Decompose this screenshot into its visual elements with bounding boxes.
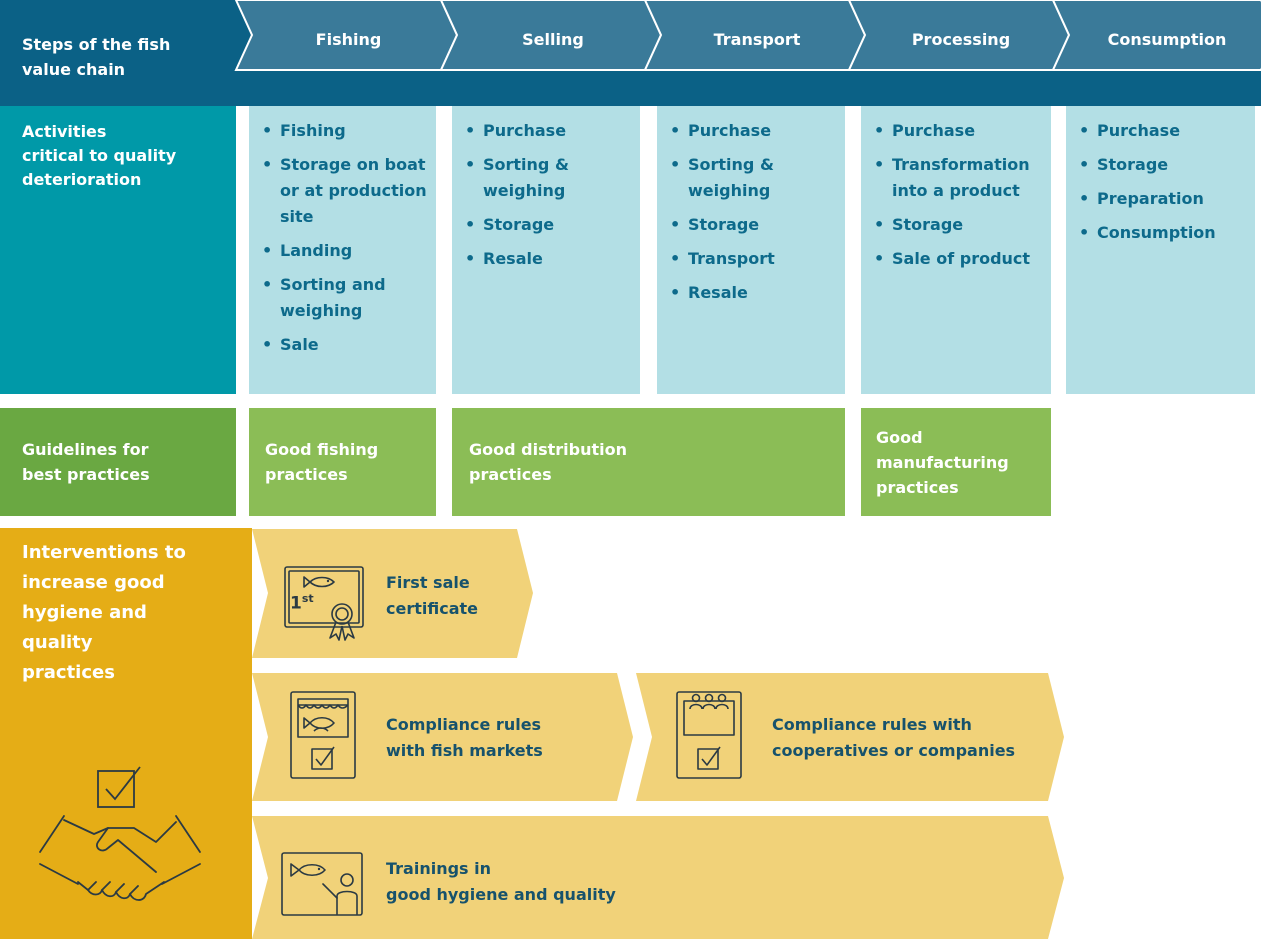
activity-item: Landing xyxy=(262,238,428,264)
activity-item: Sale xyxy=(262,332,428,358)
step-label-consumption: Consumption xyxy=(1108,30,1227,49)
activities-label-box: Activities critical to quality deteriora… xyxy=(0,106,236,394)
guidelines-label-box: Guidelines for best practices xyxy=(0,408,236,516)
guideline-good-manufacturing-practices: Good manufacturing practices xyxy=(861,408,1051,516)
interventions-label-line-1: Interventions to xyxy=(22,542,186,563)
header-lead-box xyxy=(0,0,236,106)
activity-item: Storage xyxy=(465,212,632,238)
activity-item: Sorting & weighing xyxy=(465,152,632,204)
activity-item: Sale of product xyxy=(874,246,1043,272)
interventions-label-line-3: hygiene and quality xyxy=(22,602,147,653)
checkbox-icon xyxy=(96,763,144,811)
first-sale-ordinal: 1st xyxy=(290,592,314,614)
intervention-trainings-text: Trainings in good hygiene and quality xyxy=(386,856,616,908)
activity-item: Purchase xyxy=(874,118,1043,144)
intervention-arrow-cooperatives xyxy=(636,673,1064,801)
first-sale-certificate-icon xyxy=(284,566,366,642)
activities-list: Purchase Sorting & weighing Storage Resa… xyxy=(465,118,632,272)
activities-column-transport: Purchase Sorting & weighing Storage Tran… xyxy=(657,106,845,394)
guideline-line: practices xyxy=(876,477,959,497)
value-chain-header: Fishing Selling Transport Processing Consump… xyxy=(0,0,1261,106)
activities-column-fishing: Fishing Storage on boat or at production… xyxy=(249,106,436,394)
activities-column-processing: Purchase Transformation into a product S… xyxy=(861,106,1051,394)
guideline-line: practices xyxy=(265,465,348,484)
intervention-line: Compliance rules with xyxy=(772,715,972,734)
activity-item: Storage on boat or at production site xyxy=(262,152,428,230)
interventions-label-line-2: increase good xyxy=(22,572,165,593)
activity-item: Fishing xyxy=(262,118,428,144)
activity-item: Resale xyxy=(465,246,632,272)
activity-item: Storage xyxy=(670,212,837,238)
guidelines-label-line-2: best practices xyxy=(22,465,150,484)
activities-label-line-2: critical to quality xyxy=(22,146,177,165)
activities-column-consumption: Purchase Storage Preparation Consumption xyxy=(1066,106,1255,394)
activity-item: Storage xyxy=(1079,152,1247,178)
intervention-cooperatives-text: Compliance rules with cooperatives or co… xyxy=(772,712,1015,764)
guideline-line: Good xyxy=(876,427,923,447)
intervention-line: certificate xyxy=(386,599,478,618)
guideline-line: Good distribution xyxy=(469,440,627,459)
activity-item: Transport xyxy=(670,246,837,272)
step-label-fishing: Fishing xyxy=(316,30,382,49)
fish-market-checklist-icon xyxy=(290,691,358,781)
guideline-line: manufacturing xyxy=(876,452,1009,472)
activity-item: Purchase xyxy=(1079,118,1247,144)
ordinal-numeral: 1 xyxy=(290,593,302,614)
intervention-fish-markets-text: Compliance rules with fish markets xyxy=(386,712,543,764)
intervention-arrow-first-sale xyxy=(252,529,533,658)
intervention-arrow-trainings xyxy=(252,816,1064,939)
step-chevrons xyxy=(234,0,1261,71)
activity-item: Transformation into a product xyxy=(874,152,1043,204)
header-title-line-1: Steps of the fish xyxy=(22,35,170,54)
activities-label-line-3: deterioration xyxy=(22,170,142,189)
intervention-line: First sale xyxy=(386,573,470,592)
activities-column-selling: Purchase Sorting & weighing Storage Resa… xyxy=(452,106,640,394)
activity-item: Sorting & weighing xyxy=(670,152,837,204)
activity-item: Sorting and weighing xyxy=(262,272,428,324)
activity-item: Consumption xyxy=(1079,220,1247,246)
cooperative-checklist-icon xyxy=(676,691,744,781)
handshake-icon xyxy=(38,812,202,908)
step-label-processing: Processing xyxy=(912,30,1010,49)
guideline-good-fishing-practices: Good fishing practices xyxy=(249,408,436,516)
interventions-lead-edge xyxy=(236,528,252,939)
guidelines-label-line-1: Guidelines for xyxy=(22,440,149,459)
activity-item: Purchase xyxy=(465,118,632,144)
activity-item: Preparation xyxy=(1079,186,1247,212)
guideline-line: Good fishing xyxy=(265,440,379,459)
activity-item: Storage xyxy=(874,212,1043,238)
intervention-line: Trainings in xyxy=(386,859,492,878)
activities-list: Purchase Sorting & weighing Storage Tran… xyxy=(670,118,837,306)
interventions-shapes xyxy=(0,528,1064,939)
fish-training-board-icon xyxy=(281,852,367,918)
activities-list: Purchase Transformation into a product S… xyxy=(874,118,1043,272)
guideline-good-distribution-practices: Good distribution practices xyxy=(452,408,845,516)
intervention-line: good hygiene and quality xyxy=(386,885,616,904)
activities-label-line-1: Activities xyxy=(22,122,107,141)
activity-item: Resale xyxy=(670,280,837,306)
step-label-selling: Selling xyxy=(522,30,584,49)
intervention-first-sale-text: First sale certificate xyxy=(386,570,478,622)
guideline-line: practices xyxy=(469,465,552,484)
step-labels: Fishing Selling Transport Processing Consump… xyxy=(316,30,1227,49)
interventions-label-line-4: practices xyxy=(22,662,115,683)
intervention-line: Compliance rules xyxy=(386,715,542,734)
intervention-line: with fish markets xyxy=(386,741,543,760)
interventions-label-box: Interventions to increase good hygiene a… xyxy=(0,528,236,688)
step-chevron-consumption xyxy=(1051,0,1261,71)
ordinal-superscript: st xyxy=(301,592,314,605)
intervention-line: cooperatives or companies xyxy=(772,741,1016,760)
step-label-transport: Transport xyxy=(714,30,801,49)
activity-item: Purchase xyxy=(670,118,837,144)
activities-list: Fishing Storage on boat or at production… xyxy=(262,118,428,358)
header-title-line-2: value chain xyxy=(22,60,125,79)
activities-list: Purchase Storage Preparation Consumption xyxy=(1079,118,1247,246)
